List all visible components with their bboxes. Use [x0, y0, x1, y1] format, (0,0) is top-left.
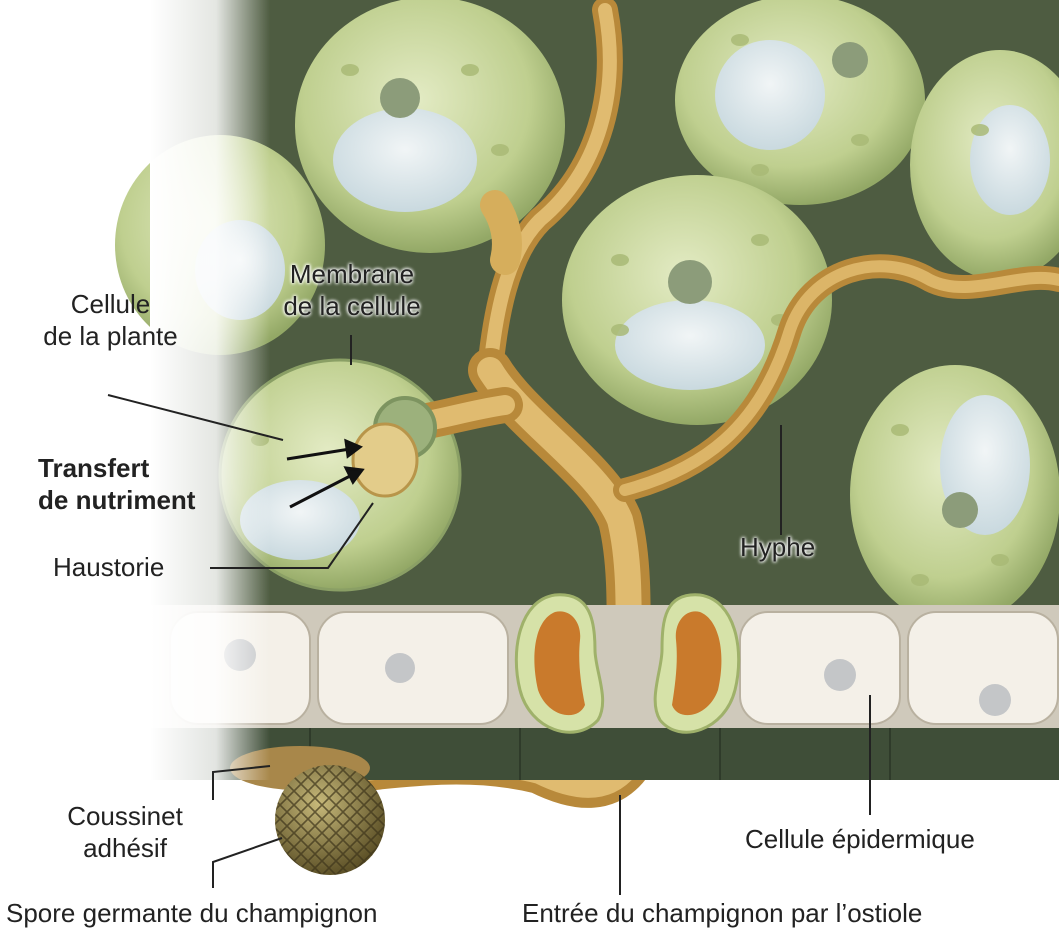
- label-adhesive-pad: Coussinet adhésif: [40, 800, 210, 864]
- label-germinating-spore: Spore germante du champignon: [6, 897, 377, 929]
- label-nutrient-transfer: Transfert de nutriment: [38, 452, 195, 516]
- hypha-stub: [495, 205, 507, 260]
- label-hypha: Hyphe: [740, 531, 815, 563]
- plant-cell-right: [850, 365, 1059, 625]
- label-stomatal-entry: Entrée du champignon par l’ostiole: [522, 897, 922, 929]
- label-plant-cell: Cellule de la plante: [18, 288, 203, 352]
- label-cell-membrane: Membrane de la cellule: [262, 258, 442, 322]
- left-fade: [150, 0, 270, 780]
- plant-cell-top-left: [295, 0, 565, 253]
- label-haustorium: Haustorie: [53, 551, 164, 583]
- plant-cell-top-right: [675, 0, 925, 205]
- label-epidermal-cell: Cellule épidermique: [745, 823, 975, 855]
